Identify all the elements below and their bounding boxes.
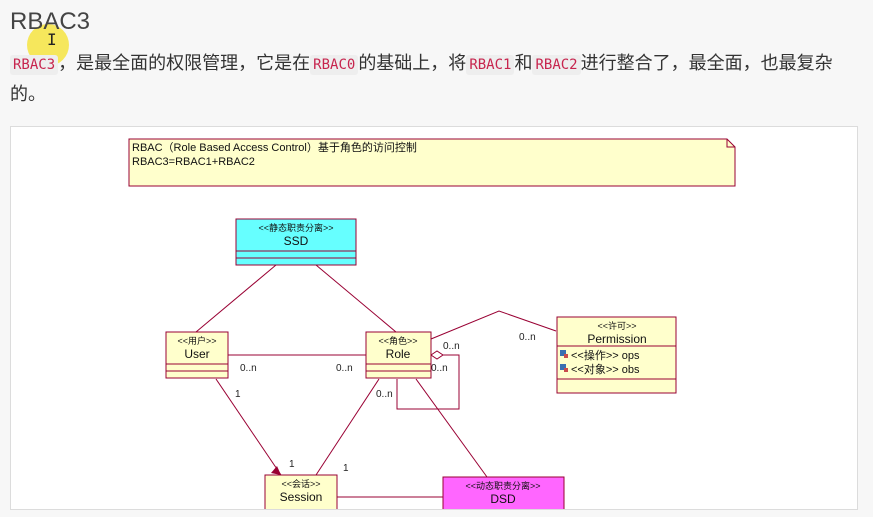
session-stereotype: <<会话>>	[281, 478, 320, 489]
dsd-stereotype: <<动态职责分离>>	[465, 480, 540, 491]
connector-lines	[195, 264, 557, 498]
role-session-line	[315, 378, 380, 476]
class-ssd: <<静态职责分离>> SSD	[235, 218, 357, 266]
mult-role-self: 0..n	[431, 363, 448, 374]
class-dsd: <<动态职责分离>> DSD	[442, 476, 565, 509]
user-name: User	[184, 347, 209, 361]
uml-diagram-panel: RBAC（Role Based Access Control）基于角色的访问控制…	[10, 126, 858, 510]
permission-attr-obs: <<对象>> obs	[571, 362, 640, 376]
permission-attr-ops: <<操作>> ops	[571, 348, 640, 362]
attribute-icon	[560, 350, 568, 358]
session-name: Session	[280, 490, 323, 504]
ssd-stereotype: <<静态职责分离>>	[258, 222, 333, 233]
mult-role-perm-left: 0..n	[443, 341, 460, 352]
role-dsd-line	[415, 378, 488, 478]
role-self-line	[396, 354, 460, 410]
mult-user-session: 1	[235, 389, 241, 400]
mult-role-perm-right: 0..n	[519, 332, 536, 343]
class-role: <<角色>> Role	[365, 331, 432, 379]
paragraph-text-1: ，是最全面的权限管理，它是在	[58, 53, 311, 74]
text-cursor-icon: I	[47, 30, 57, 49]
ssd-name: SSD	[284, 234, 309, 248]
paragraph-text-4: 进行整合了，最全面，也最复杂的。	[10, 53, 833, 105]
paragraph-text-3: 和	[514, 53, 533, 74]
role-stereotype: <<角色>>	[378, 335, 417, 346]
attribute-icon	[560, 364, 568, 372]
mult-session-user: 1	[289, 459, 295, 470]
mult-user-role-right: 0..n	[336, 363, 353, 374]
arrowhead-icon	[271, 466, 281, 475]
uml-diagram: RBAC（Role Based Access Control）基于角色的访问控制…	[128, 138, 736, 509]
class-session: <<会话>> Session	[264, 474, 338, 509]
class-user: <<用户>> User	[165, 331, 229, 379]
diagram-note: RBAC（Role Based Access Control）基于角色的访问控制…	[128, 138, 736, 187]
aggregation-diamond-icon	[430, 350, 444, 360]
ssd-user-line	[195, 264, 277, 333]
page-title: RBAC3	[10, 8, 91, 35]
user-stereotype: <<用户>>	[177, 335, 216, 346]
permission-stereotype: <<许可>>	[597, 320, 636, 331]
role-permission-line	[430, 310, 557, 340]
mult-role-down: 0..n	[376, 389, 393, 400]
permission-name: Permission	[587, 332, 646, 346]
role-name: Role	[386, 347, 411, 361]
code-rbac1: RBAC1	[466, 55, 515, 75]
code-rbac3: RBAC3	[10, 55, 59, 75]
note-line-1: RBAC（Role Based Access Control）基于角色的访问控制	[132, 140, 417, 154]
dsd-name: DSD	[490, 492, 516, 506]
ssd-role-line	[315, 264, 397, 333]
code-rbac2: RBAC2	[532, 55, 581, 75]
code-rbac0: RBAC0	[310, 55, 359, 75]
paragraph-text-2: 的基础上，将	[358, 53, 467, 74]
mult-user-role-left: 0..n	[240, 363, 257, 374]
note-line-2: RBAC3=RBAC1+RBAC2	[132, 156, 255, 168]
class-permission: <<许可>> Permission <<操作>> ops <<对象>> obs	[556, 316, 677, 394]
mult-session-role: 1	[343, 463, 349, 474]
user-session-line	[215, 378, 282, 476]
